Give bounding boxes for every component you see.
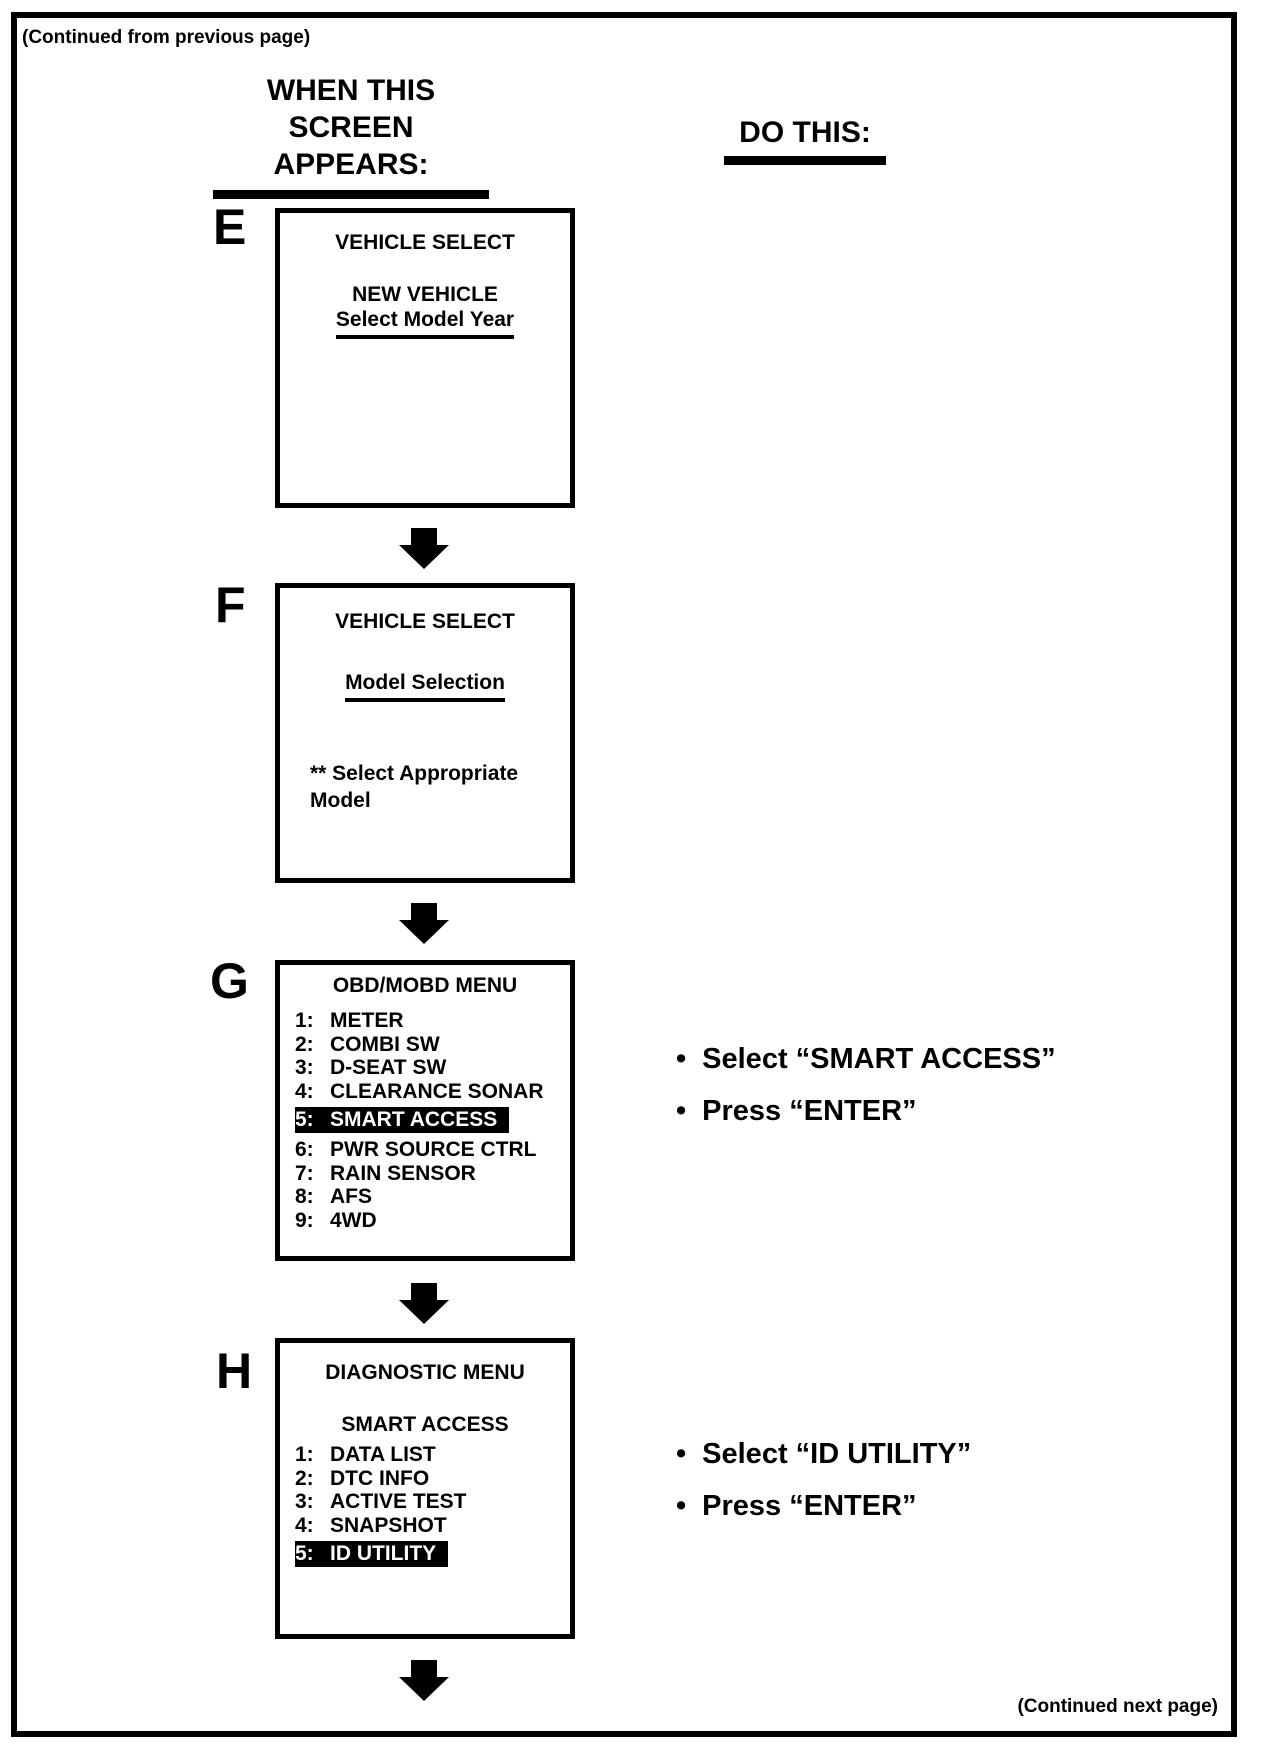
screen-box-g: OBD/MOBD MENU 1: METER 2: COMBI SW 3: D-… <box>275 960 575 1261</box>
action-text: Press “ENTER” <box>702 1490 917 1522</box>
menu-item-label: SMART ACCESS <box>330 1108 498 1131</box>
screen-title-line1: VEHICLE SELECT <box>335 231 515 254</box>
continued-next-note: (Continued next page) <box>1017 1696 1218 1717</box>
menu-item-label: SNAPSHOT <box>330 1513 447 1537</box>
step-label-g: G <box>210 953 249 1009</box>
do-this-label: DO THIS: <box>739 116 871 149</box>
menu-item: 4: SNAPSHOT <box>295 1514 566 1538</box>
menu-item-label: 4WD <box>330 1208 377 1232</box>
screen-title-line2: SMART ACCESS <box>341 1413 509 1436</box>
bullet-icon: • <box>676 1095 687 1127</box>
menu-item: 8: AFS <box>295 1185 566 1209</box>
menu-item-number: 5: <box>295 1542 314 1565</box>
menu-list: 1: METER 2: COMBI SW 3: D-SEAT SW 4: CLE… <box>295 1009 566 1232</box>
screen-note-line2: Model <box>310 789 371 812</box>
screen-title: DIAGNOSTIC MENU SMART ACCESS <box>280 1360 570 1438</box>
page-frame <box>11 12 1237 1737</box>
action-item: • Press “ENTER” <box>676 1094 1056 1129</box>
selected-menu-item: 5: ID UTILITY <box>295 1541 449 1567</box>
screen-subtitle: Select Model Year <box>280 308 570 339</box>
menu-item-number: 7: <box>295 1161 314 1185</box>
menu-item: 1: DATA LIST <box>295 1443 566 1467</box>
screen-title-line1: VEHICLE SELECT <box>335 610 515 633</box>
menu-item-number: 1: <box>295 1009 314 1032</box>
menu-item: 4: CLEARANCE SONAR <box>295 1080 566 1104</box>
action-item: • Select “ID UTILITY” <box>676 1437 971 1472</box>
screen-subtitle-text: Model Selection <box>345 671 505 702</box>
menu-item-label: AFS <box>330 1185 372 1208</box>
screen-note-line1: ** Select Appropriate <box>310 762 519 785</box>
menu-item-label: DATA LIST <box>330 1443 436 1466</box>
menu-item: 3: ACTIVE TEST <box>295 1490 566 1514</box>
menu-item-number: 9: <box>295 1208 314 1232</box>
menu-item-number: 4: <box>295 1079 314 1103</box>
when-this-line2: SCREEN APPEARS: <box>273 111 429 181</box>
menu-item: 7: RAIN SENSOR <box>295 1162 566 1186</box>
menu-item: 1: METER <box>295 1009 566 1033</box>
flow-arrow-down-icon <box>399 903 449 944</box>
menu-item-number: 5: <box>295 1108 314 1131</box>
screen-box-e: VEHICLE SELECT NEW VEHICLE Select Model … <box>275 208 575 508</box>
screen-note: ** Select Appropriate Model <box>310 760 518 814</box>
menu-item: 2: DTC INFO <box>295 1467 566 1491</box>
menu-item-number: 6: <box>295 1138 314 1161</box>
menu-item-number: 4: <box>295 1513 314 1537</box>
menu-item-number: 2: <box>295 1466 314 1490</box>
flow-arrow-down-icon <box>399 1283 449 1324</box>
screen-title: OBD/MOBD MENU <box>280 973 570 999</box>
menu-list: 1: DATA LIST 2: DTC INFO 3: ACTIVE TEST … <box>295 1443 566 1572</box>
menu-item-label: ID UTILITY <box>330 1542 437 1565</box>
do-this-header: DO THIS: <box>724 114 886 165</box>
flow-arrow-down-icon <box>399 1660 449 1701</box>
menu-item: 2: COMBI SW <box>295 1033 566 1057</box>
screen-title-line1: OBD/MOBD MENU <box>332 974 518 997</box>
screen-title: VEHICLE SELECT NEW VEHICLE <box>280 230 570 308</box>
header-underline <box>213 190 489 199</box>
action-text: Select “SMART ACCESS” <box>702 1043 1056 1075</box>
menu-item-number: 8: <box>295 1185 314 1208</box>
bullet-icon: • <box>676 1490 687 1522</box>
selected-menu-item: 5: SMART ACCESS <box>295 1107 510 1133</box>
menu-item: 6: PWR SOURCE CTRL <box>295 1138 566 1162</box>
menu-item-number: 3: <box>295 1490 314 1513</box>
menu-item-label: D-SEAT SW <box>330 1056 447 1079</box>
screen-subtitle-text: Select Model Year <box>335 308 515 339</box>
action-item: • Press “ENTER” <box>676 1489 971 1524</box>
flow-arrow-down-icon <box>399 528 449 569</box>
menu-item: 9: 4WD <box>295 1209 566 1233</box>
menu-item-number: 1: <box>295 1443 314 1466</box>
menu-item-number: 2: <box>295 1032 314 1056</box>
menu-item: 3: D-SEAT SW <box>295 1056 566 1080</box>
action-text: Select “ID UTILITY” <box>702 1438 972 1470</box>
screen-subtitle: Model Selection <box>280 671 570 702</box>
action-item: • Select “SMART ACCESS” <box>676 1042 1056 1077</box>
screen-box-f: VEHICLE SELECT Model Selection ** Select… <box>275 583 575 883</box>
menu-item-label: PWR SOURCE CTRL <box>330 1138 537 1161</box>
step-label-h: H <box>216 1343 253 1399</box>
screen-title-line1: DIAGNOSTIC MENU <box>325 1361 525 1384</box>
step-label-e: E <box>213 199 247 255</box>
action-list-g: • Select “SMART ACCESS” • Press “ENTER” <box>676 1042 1056 1146</box>
continued-from-note: (Continued from previous page) <box>22 27 311 48</box>
menu-item-label: DTC INFO <box>330 1466 430 1490</box>
step-label-f: F <box>215 577 246 633</box>
menu-item-label: RAIN SENSOR <box>330 1161 476 1185</box>
when-this-line1: WHEN THIS <box>266 74 436 107</box>
header-underline <box>724 156 886 165</box>
action-list-h: • Select “ID UTILITY” • Press “ENTER” <box>676 1437 971 1541</box>
menu-item-number: 3: <box>295 1056 314 1079</box>
action-text: Press “ENTER” <box>702 1095 917 1127</box>
menu-item-label: METER <box>330 1009 404 1032</box>
screen-title: VEHICLE SELECT <box>280 609 570 635</box>
menu-item-label: COMBI SW <box>330 1032 440 1056</box>
bullet-icon: • <box>676 1438 687 1470</box>
screen-box-h: DIAGNOSTIC MENU SMART ACCESS 1: DATA LIS… <box>275 1338 575 1639</box>
when-this-header: WHEN THIS SCREEN APPEARS: <box>213 72 489 199</box>
menu-item-label: CLEARANCE SONAR <box>330 1079 544 1103</box>
menu-item-label: ACTIVE TEST <box>330 1490 467 1513</box>
screen-title-line2: NEW VEHICLE <box>352 283 498 306</box>
bullet-icon: • <box>676 1043 687 1075</box>
